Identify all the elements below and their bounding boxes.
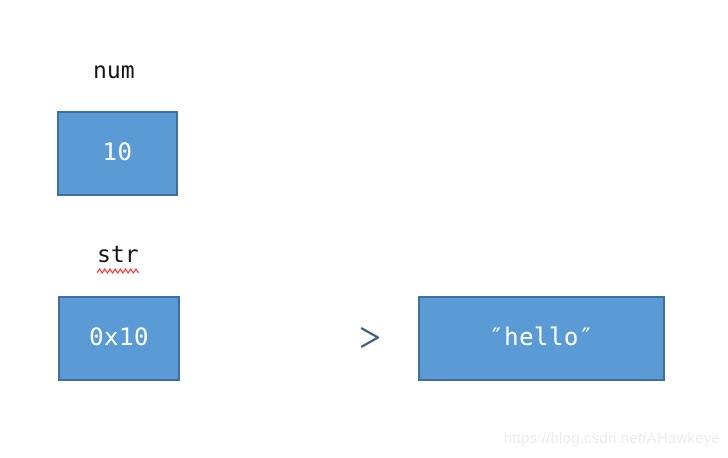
variable-label-str: str — [97, 242, 139, 274]
memory-box-num-value: 10 — [102, 137, 133, 166]
variable-label-str-text: str — [97, 242, 139, 268]
pointer-arrow-icon — [232, 327, 380, 348]
watermark: https://blog.csdn.net/AHawkeye — [503, 430, 720, 447]
memory-box-str-value: 0x10 — [89, 322, 149, 351]
memory-box-num: 10 — [57, 111, 178, 196]
memory-box-string-literal-value: ″hello″ — [489, 322, 594, 351]
spellcheck-squiggle-icon — [97, 268, 139, 274]
memory-box-str: 0x10 — [58, 296, 180, 381]
variable-label-num: num — [93, 58, 135, 84]
memory-box-string-literal: ″hello″ — [418, 296, 665, 381]
